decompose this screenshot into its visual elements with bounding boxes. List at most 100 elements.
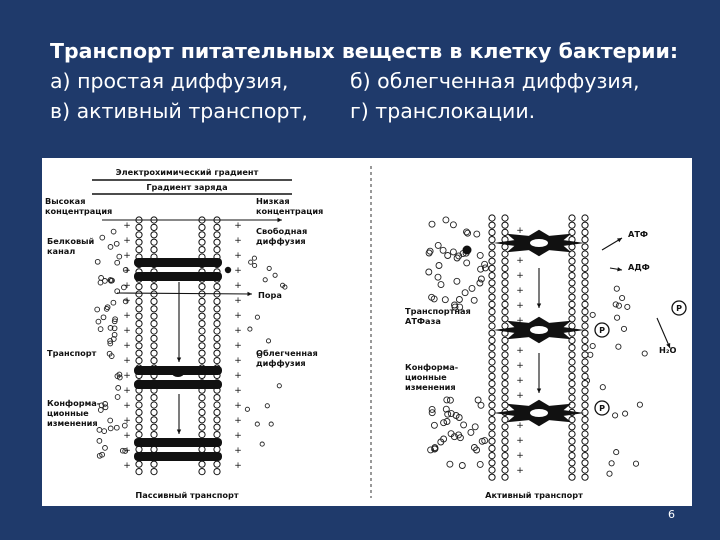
lipid-head — [581, 236, 589, 244]
solute-particle — [613, 449, 620, 456]
transport-proteins: PPP — [134, 229, 687, 461]
solute-particle — [477, 265, 485, 273]
lipid-head — [568, 257, 576, 265]
solute-particle — [102, 278, 108, 284]
solute-particle — [103, 306, 110, 312]
lipid-head — [581, 365, 589, 373]
charge-sign: + — [234, 446, 242, 456]
solute-particle — [440, 419, 448, 427]
lipid-head — [198, 312, 206, 320]
lipid-head — [568, 358, 576, 366]
atpase-pocket — [530, 239, 548, 247]
charge-sign: + — [234, 311, 242, 321]
label-high-conc-2: концентрация — [45, 206, 112, 216]
solute-particle — [254, 421, 260, 427]
label-transport: Транспорт — [47, 348, 97, 358]
charge-sign: + — [234, 341, 242, 351]
solute-particle — [276, 383, 282, 389]
charge-sign: + — [123, 266, 131, 276]
phosphate-label: P — [599, 326, 605, 335]
lipid-head — [501, 365, 509, 373]
charge-sign: + — [234, 236, 242, 246]
lipid-head — [501, 459, 509, 467]
solute-particle — [121, 422, 128, 429]
solute-particle — [247, 326, 253, 332]
lipid-head — [150, 290, 158, 298]
lipid-head — [581, 416, 589, 424]
lipid-head — [213, 445, 221, 453]
lipid-head — [198, 223, 206, 232]
solute-particle — [608, 460, 615, 467]
lipid-head — [135, 231, 143, 239]
charge-sign: + — [234, 281, 242, 291]
lipid-head — [581, 344, 589, 352]
solute-particle — [259, 441, 265, 447]
lipid-head — [150, 357, 158, 365]
solute-particle — [427, 446, 435, 454]
lipid-head — [150, 231, 158, 239]
arrow-line — [656, 317, 671, 349]
solute-particle — [467, 428, 475, 436]
lipid-head — [501, 214, 509, 222]
lipid-head — [213, 423, 221, 431]
lipid-head — [488, 351, 496, 359]
lipid-head — [488, 466, 496, 474]
solute-particle — [113, 424, 120, 431]
lipid-head — [568, 279, 576, 287]
solute-particle — [435, 262, 443, 269]
charge-sign: + — [234, 461, 242, 471]
charge-sign: + — [234, 401, 242, 411]
lipid-head — [581, 401, 589, 409]
arrow-head — [617, 267, 622, 272]
label-transport-atpase-2: АТФаза — [405, 316, 441, 326]
charge-sign: + — [234, 371, 242, 381]
lipid-head — [135, 468, 143, 476]
solute-particle — [428, 409, 436, 417]
lipid-head — [581, 387, 589, 395]
item-facilitated-diffusion: б) облегченная диффузия, — [350, 69, 640, 93]
lipid-head — [198, 394, 206, 402]
solute-particle — [107, 277, 114, 283]
charge-sign: + — [516, 361, 524, 371]
solute-particle — [476, 279, 484, 287]
lipid-head — [501, 401, 509, 409]
label-transport-atpase-1: Транспортная — [405, 306, 471, 316]
solute-particle — [94, 258, 101, 265]
arrows — [102, 217, 671, 434]
solute-particle — [95, 318, 102, 325]
solute-particle — [477, 401, 485, 409]
solute-particle — [612, 301, 619, 308]
arrow-head — [176, 429, 182, 434]
charge-sign: + — [234, 266, 242, 276]
lipid-head — [213, 297, 221, 305]
lipid-head — [135, 349, 143, 357]
charge-sign: + — [123, 311, 131, 321]
solute-particle — [106, 350, 113, 357]
phosphate-marker — [594, 322, 610, 338]
lipid-head — [488, 264, 496, 273]
lipid-head — [501, 380, 509, 388]
solute-particle — [265, 338, 272, 344]
solute-particle — [244, 406, 250, 412]
charge-sign: + — [234, 326, 242, 336]
solute-particle — [431, 444, 439, 452]
lipid-head — [501, 293, 509, 301]
membrane-diagram: ++++++++++++++++++++++++++++++++++++++++… — [45, 166, 687, 500]
lipid-head — [488, 315, 496, 323]
lipid-head — [581, 221, 589, 229]
solute-particle — [111, 325, 118, 332]
lipid-head — [135, 290, 143, 298]
charge-sign: + — [234, 416, 242, 426]
solute-particle — [114, 394, 121, 400]
lipid-head — [581, 444, 589, 452]
lipid-head — [501, 452, 509, 460]
charge-sign: + — [234, 251, 242, 261]
solute-particle — [453, 254, 461, 262]
title-line-1: Транспорт питательных веществ в клетку б… — [50, 39, 679, 63]
lipid-head — [150, 305, 158, 313]
charge-sign: + — [234, 356, 242, 366]
charge-sign: + — [123, 326, 131, 336]
charge-sign: + — [123, 356, 131, 366]
lipid-head — [568, 430, 576, 438]
charge-sign: + — [516, 436, 524, 446]
